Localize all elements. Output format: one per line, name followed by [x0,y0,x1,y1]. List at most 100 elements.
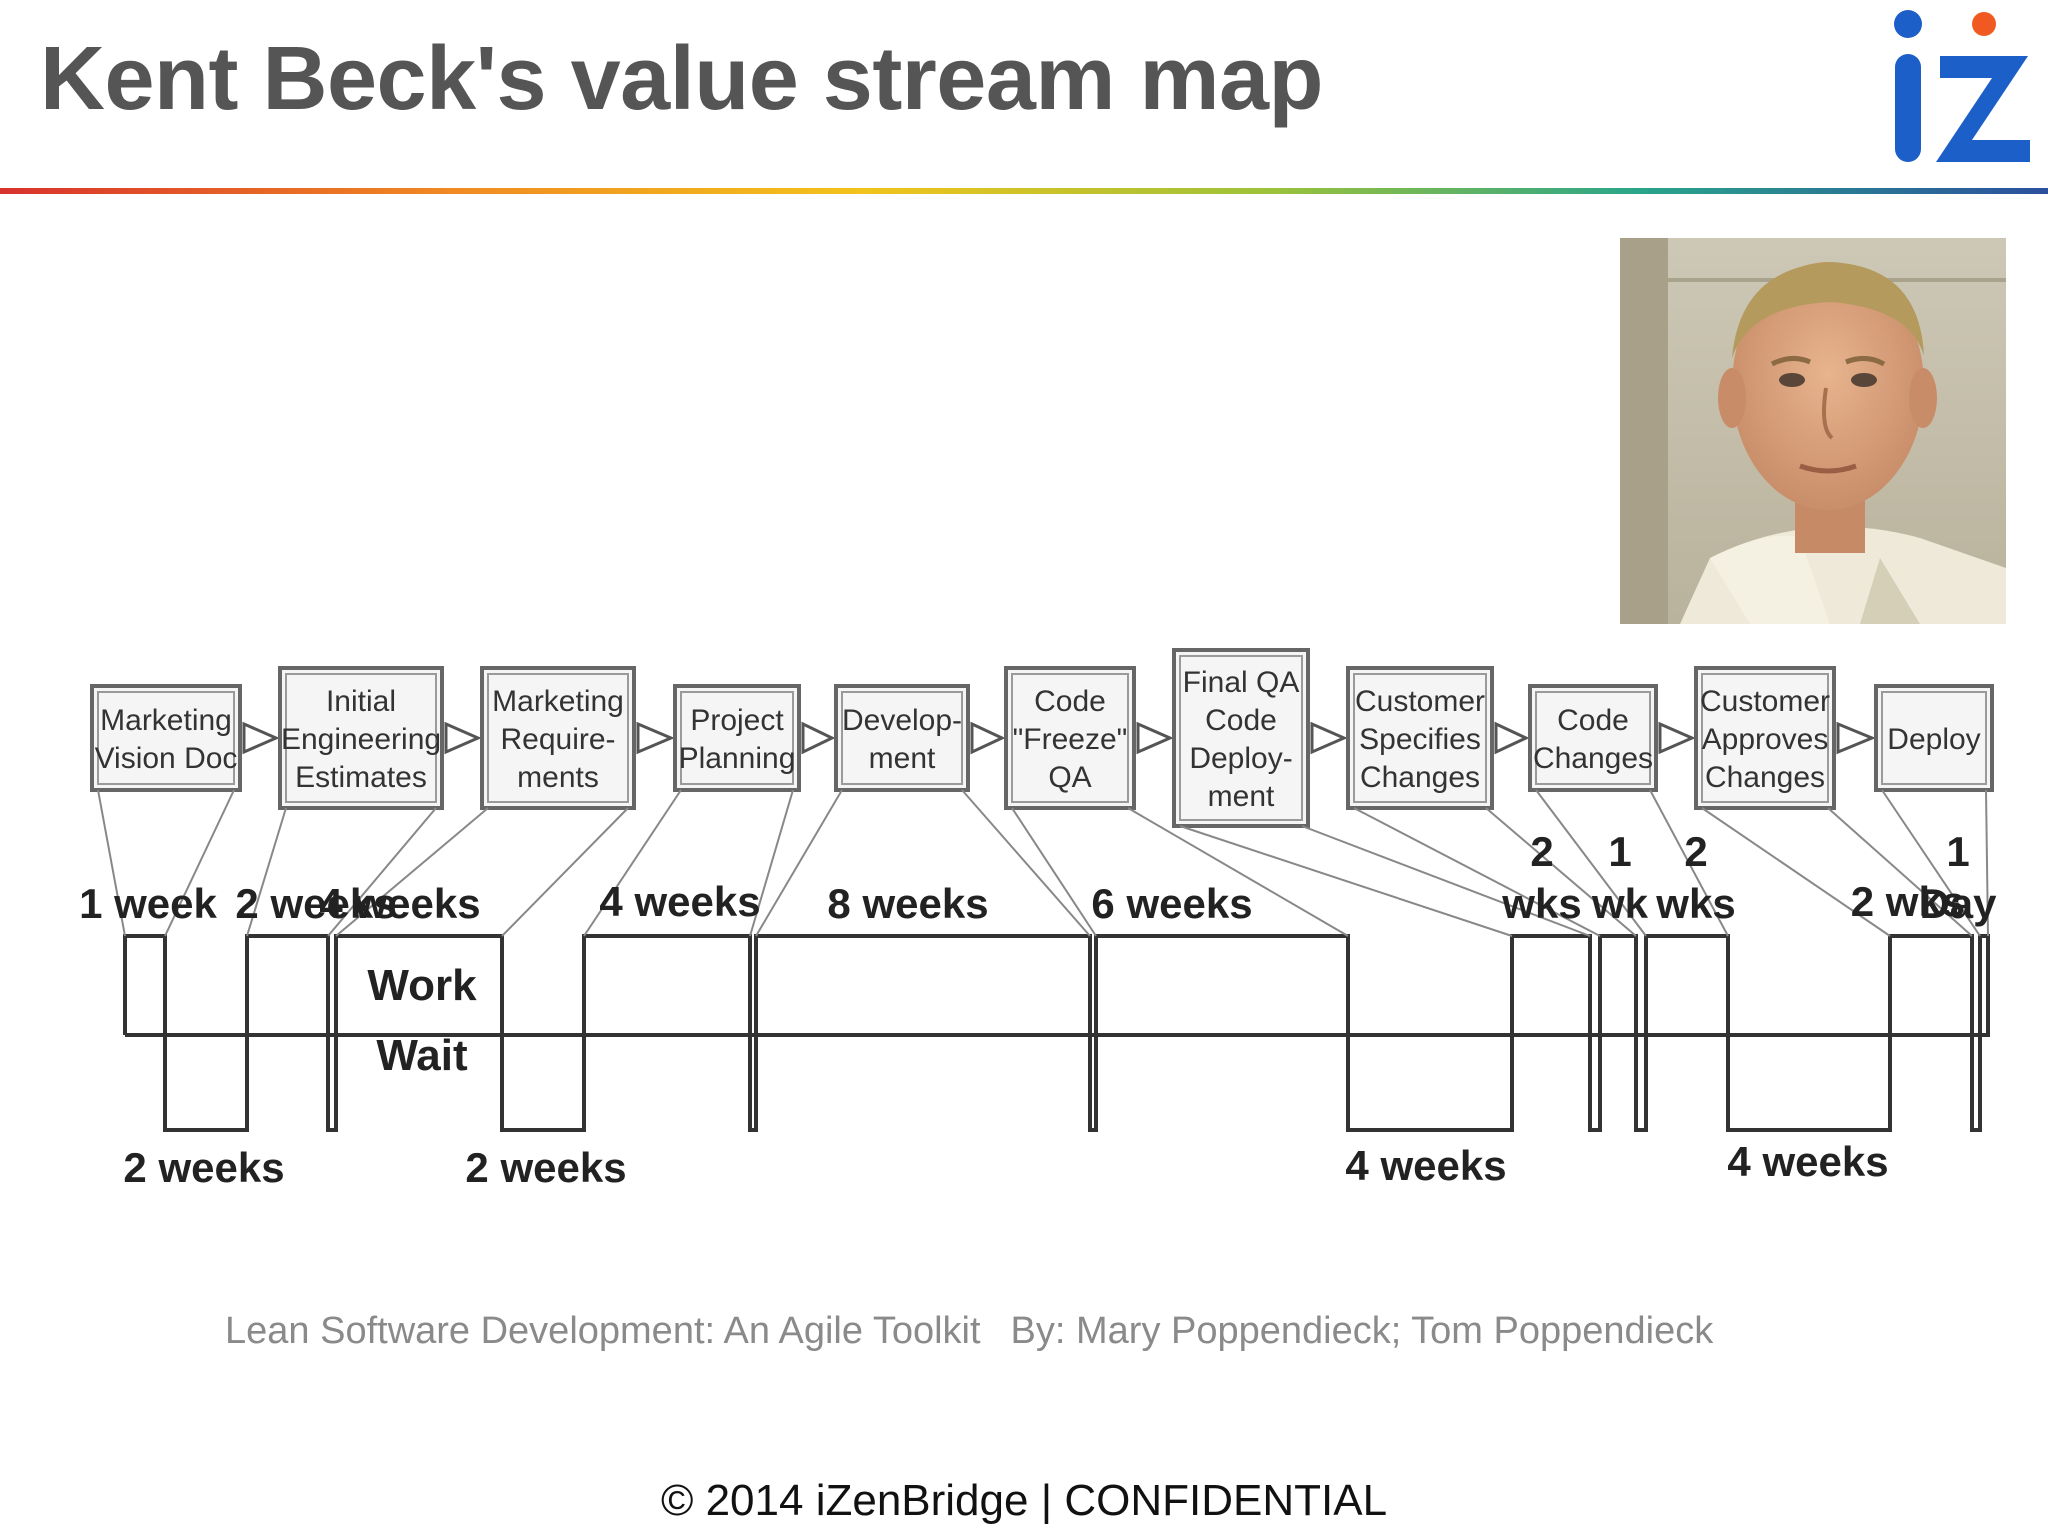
footer-copyright: © 2014 iZenBridge | CONFIDENTIAL [660,1476,1388,1525]
process-box [278,666,444,810]
process-box [480,666,636,810]
flow-arrow [1494,721,1530,755]
logo-z-shape [1936,56,2030,162]
process-box [1004,666,1136,810]
flow-arrow [444,721,482,755]
process-step-label: Final QA [1183,666,1300,699]
logo-i-stem [1895,54,1921,162]
flow-arrow [1836,721,1876,755]
process-step-label: Changes [1360,761,1480,794]
izenbridge-logo [1894,10,2030,162]
wait-duration-label: 4 weeks [1727,1138,1888,1185]
process-box-inner [1881,691,1987,785]
flow-arrow [1136,721,1174,755]
process-box-inner [97,691,235,785]
process-step-label: Code [1205,704,1277,737]
citation-book: Lean Software Development: An Agile Tool… [225,1310,981,1352]
process-step-label: Customer [1355,685,1485,718]
box-connector [1485,807,1637,937]
citation-authors: By: Mary Poppendieck; Tom Poppendieck [1010,1310,1714,1352]
work-duration-label: 4 weeks [319,880,480,927]
process-box [1528,684,1658,792]
process-step-label: Engineering [281,723,441,756]
box-connector [1127,807,1349,937]
work-duration-label: 2 [1530,828,1553,875]
box-connector [1179,825,1513,937]
process-step-label: Deploy [1887,723,1980,756]
box-connector [1649,789,1729,937]
process-step-label: Project [690,704,784,737]
process-box-inner [1011,673,1129,803]
process-step-label: Customer [1700,685,1830,718]
work-duration-label: 1 [1946,828,1969,875]
process-step-label: Initial [326,685,396,718]
process-box [673,684,801,792]
work-duration-label: 6 weeks [1091,880,1252,927]
work-duration-label: 2 weeks [235,880,396,927]
flow-arrow [1658,721,1696,755]
process-step-label: Approves [1702,723,1829,756]
rainbow-divider [0,188,2048,194]
work-duration-label: 2 [1684,828,1707,875]
work-duration-label: 8 weeks [827,880,988,927]
legend-wait-label: Wait [376,1031,468,1080]
work-duration-label: 2 wks [1851,878,1965,925]
process-step-label: Require- [500,723,615,756]
process-step-label: Specifies [1359,723,1481,756]
process-box [1346,666,1494,810]
box-connector [1301,825,1591,937]
process-box-inner [1353,673,1487,803]
process-box-inner [487,673,629,803]
slide-title: Kent Beck's value stream map [40,29,1324,129]
process-step-label: Develop- [842,704,962,737]
process-box-inner [285,673,437,803]
process-step-label: ment [869,742,936,775]
work-duration-label: 4 weeks [599,878,760,925]
process-step-label: Estimates [295,761,427,794]
box-connector [1881,789,1981,937]
process-box [90,684,242,792]
process-box-inner [1179,655,1303,821]
box-connector [1535,789,1647,937]
process-box [1694,666,1836,810]
box-connector [246,807,287,937]
legend-work-label: Work [367,961,477,1010]
process-box-inner [680,691,794,785]
flow-arrow [1310,721,1348,755]
box-connector [1011,807,1097,937]
box-connector [755,789,843,937]
process-box [834,684,970,792]
work-duration-label: wk [1591,880,1649,927]
process-box-inner [841,691,963,785]
box-connector [1827,807,1973,937]
process-step-label: Vision Doc [95,742,238,775]
process-step-label: Deploy- [1189,742,1292,775]
box-connector [1701,807,1891,937]
flow-arrow [242,721,280,755]
work-wait-timeline [123,934,1990,1132]
box-connector [327,807,437,937]
work-duration-label: wks [1501,880,1581,927]
wait-duration-label: 2 weeks [123,1144,284,1191]
box-connector [501,807,629,937]
work-duration-label: Day [1919,880,1997,927]
citation: Lean Software Development: An Agile Tool… [225,1310,1713,1353]
process-step-label: Changes [1705,761,1825,794]
process-box-inner [1701,673,1829,803]
box-connector [583,789,682,937]
process-step-label: Planning [679,742,796,775]
process-step-label: ments [517,761,599,794]
process-step-label: Changes [1533,742,1653,775]
box-connector [961,789,1091,937]
process-step-label: Code [1557,704,1629,737]
box-connector [749,789,794,937]
process-step-label: Marketing [100,704,232,737]
work-duration-label: wks [1655,880,1735,927]
box-connector [1353,807,1601,937]
logo-i-dot [1894,10,1922,38]
box-connector [335,807,489,937]
kent-beck-photo [1620,238,2006,624]
wait-duration-label: 2 weeks [465,1144,626,1191]
process-box-inner [1535,691,1651,785]
